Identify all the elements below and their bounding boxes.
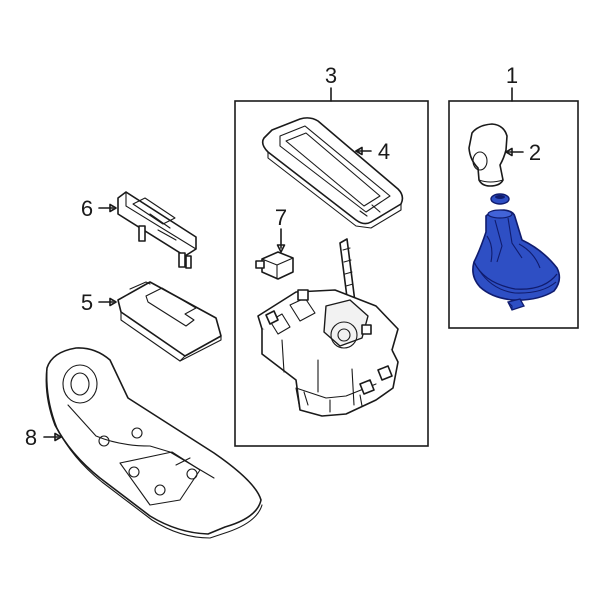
group-box-1 — [448, 100, 579, 329]
boot-clip — [507, 298, 525, 311]
shift-bezel-frame — [261, 117, 404, 229]
console-cover-panel — [117, 281, 222, 362]
shift-knob — [468, 123, 508, 187]
shifter-mechanism — [257, 238, 399, 417]
callout-6: 6 — [81, 196, 93, 221]
callout-3: 3 — [325, 63, 337, 88]
arrowhead-4 — [355, 146, 363, 156]
arrowhead-7 — [276, 244, 286, 253]
callout-7: 7 — [275, 205, 287, 230]
arrowhead-2 — [505, 147, 513, 157]
callout-8: 8 — [25, 425, 37, 450]
callout-1: 1 — [506, 63, 518, 88]
retaining-ring — [490, 193, 510, 205]
shift-boot-highlighted — [472, 209, 561, 301]
callout-5: 5 — [81, 290, 93, 315]
position-sensor — [255, 251, 294, 280]
arrowhead-6 — [109, 203, 117, 213]
console-base-plate — [45, 347, 263, 539]
arrowhead-8 — [54, 432, 62, 442]
callout-2: 2 — [529, 140, 541, 165]
arrowhead-5 — [109, 297, 117, 307]
callout-4: 4 — [378, 139, 390, 164]
trim-bracket — [117, 191, 197, 269]
